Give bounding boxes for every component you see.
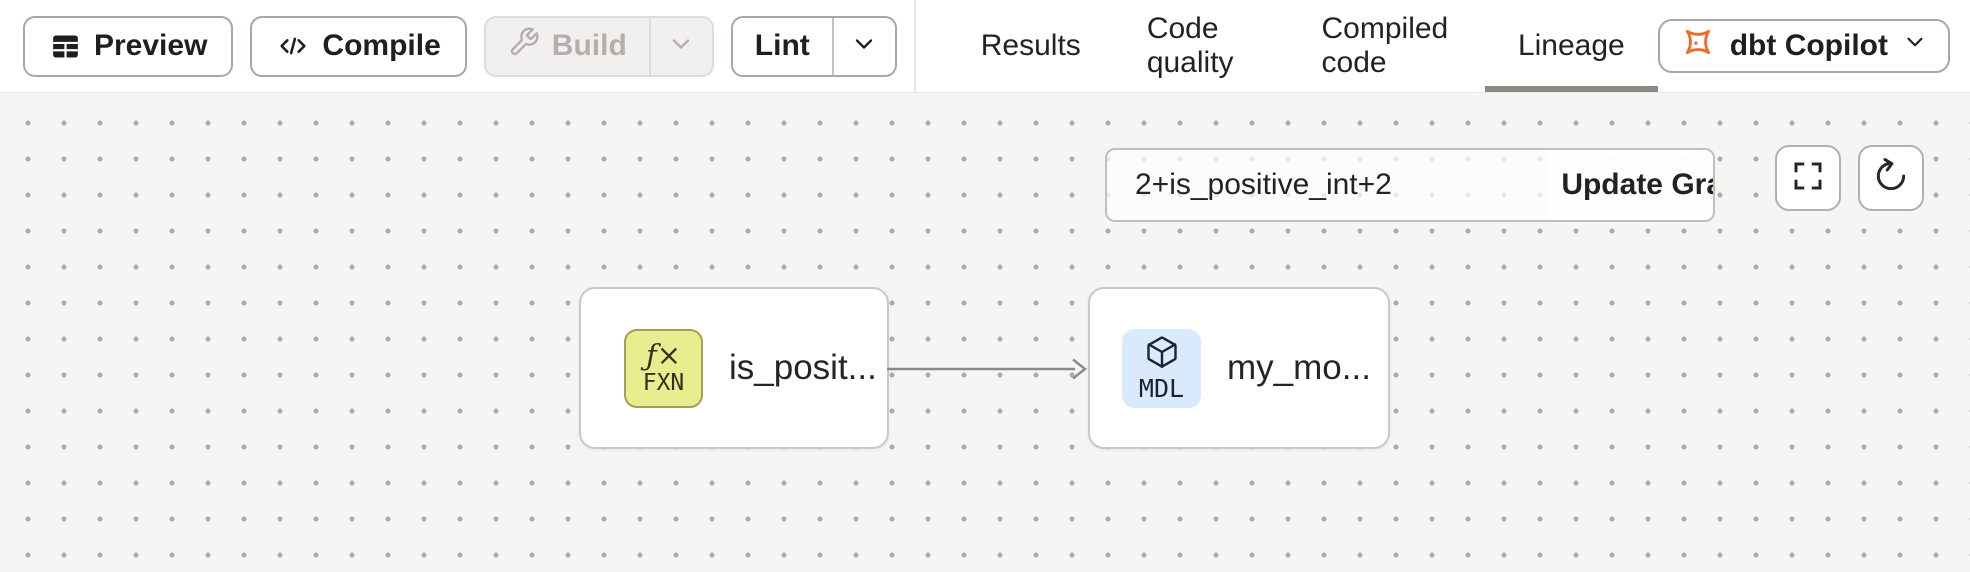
tab-code-quality-label: Code quality xyxy=(1146,12,1234,79)
preview-label: Preview xyxy=(94,29,208,62)
build-label: Build xyxy=(551,29,627,62)
preview-button[interactable]: Preview xyxy=(23,15,234,77)
lineage-selector-input[interactable] xyxy=(1107,150,1549,220)
lineage-canvas[interactable]: Update Graph ƒ× FXN is_posit... xyxy=(0,93,1970,572)
fx-symbol: ƒ× xyxy=(645,337,682,372)
graph-selector: Update Graph xyxy=(1105,148,1715,222)
lint-button[interactable]: Lint xyxy=(733,18,832,75)
model-badge-icon: MDL xyxy=(1122,328,1201,408)
node-label: my_mo... xyxy=(1227,348,1371,387)
table-icon xyxy=(49,30,82,63)
tab-results[interactable]: Results xyxy=(948,0,1114,92)
tab-lineage[interactable]: Lineage xyxy=(1484,0,1658,92)
dbt-copilot-label: dbt Copilot xyxy=(1729,29,1888,62)
compile-button[interactable]: Compile xyxy=(250,15,467,77)
compile-label: Compile xyxy=(322,29,441,62)
fullscreen-button[interactable] xyxy=(1775,145,1841,211)
cube-icon xyxy=(1144,334,1180,375)
build-dropdown-button[interactable] xyxy=(651,18,712,75)
lint-dropdown-button[interactable] xyxy=(834,18,895,75)
fullscreen-icon xyxy=(1790,158,1826,199)
function-badge-icon: ƒ× FXN xyxy=(624,328,703,408)
tab-compiled-code-label: Compiled code xyxy=(1321,12,1449,79)
build-button[interactable]: Build xyxy=(486,18,649,75)
tab-results-label: Results xyxy=(980,29,1081,62)
chevron-down-icon xyxy=(667,30,695,63)
lint-split-button: Lint xyxy=(730,15,897,77)
fxn-badge-code: FXN xyxy=(642,369,685,396)
toolbar-tabs-divider xyxy=(913,0,916,92)
copilot-area: dbt Copilot xyxy=(1657,0,1970,92)
wrench-icon xyxy=(508,26,540,66)
lineage-node-model[interactable]: MDL my_mo... xyxy=(1088,287,1390,449)
build-split-button: Build xyxy=(483,15,714,77)
tab-code-quality[interactable]: Code quality xyxy=(1114,0,1289,92)
lineage-edge-arrow xyxy=(887,358,1087,380)
mdl-badge-code: MDL xyxy=(1138,373,1185,403)
chevron-down-icon xyxy=(850,30,878,63)
chevron-down-icon xyxy=(1902,29,1928,63)
top-bar: Preview Compile Build xyxy=(0,0,1970,93)
toolbar: Preview Compile Build xyxy=(0,0,897,92)
tab-compiled-code[interactable]: Compiled code xyxy=(1289,0,1485,92)
result-tabs: Results Code quality Compiled code Linea… xyxy=(948,0,1658,92)
update-graph-button[interactable]: Update Graph xyxy=(1549,150,1713,220)
tab-lineage-label: Lineage xyxy=(1517,29,1625,62)
code-icon xyxy=(276,29,310,63)
dbt-copilot-icon xyxy=(1680,24,1716,68)
refresh-icon xyxy=(1872,157,1910,200)
lineage-node-function[interactable]: ƒ× FXN is_posit... xyxy=(579,287,889,449)
dbt-copilot-button[interactable]: dbt Copilot xyxy=(1657,19,1950,73)
node-label: is_posit... xyxy=(729,348,877,387)
refresh-button[interactable] xyxy=(1858,145,1924,211)
lint-divider xyxy=(831,17,834,75)
lint-label: Lint xyxy=(754,29,810,62)
build-divider xyxy=(648,17,651,75)
